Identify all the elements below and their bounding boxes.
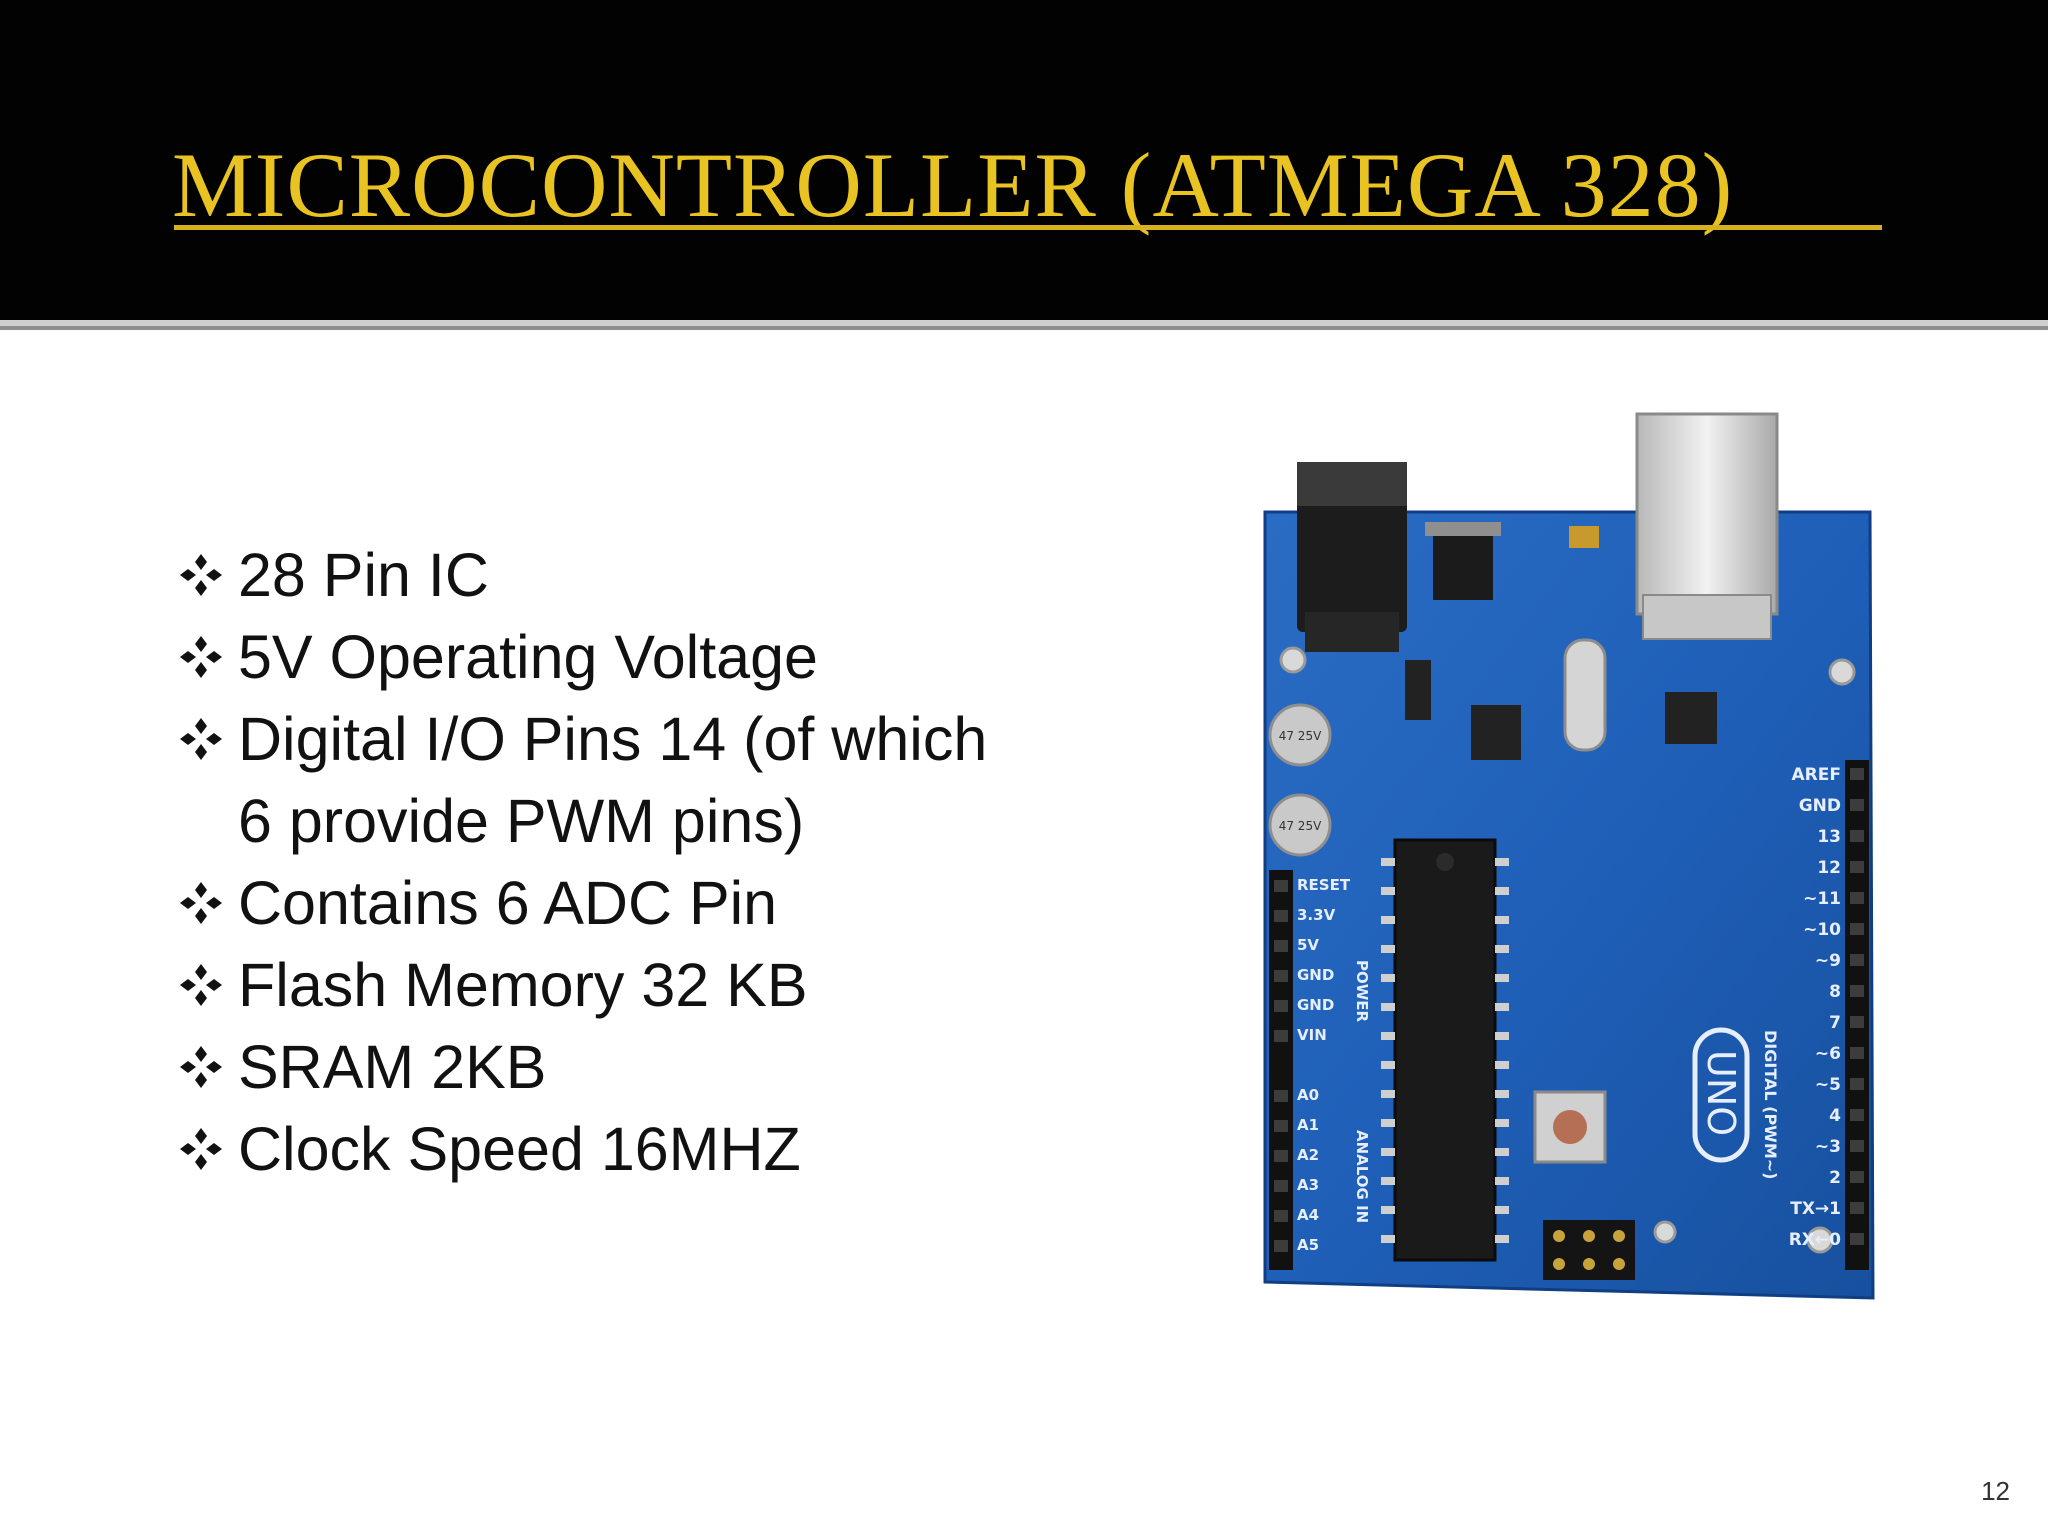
bullet-text: Digital I/O Pins 14 (of which 6 provide … xyxy=(238,705,988,855)
arduino-uno-board-image: 47 25V 47 25V xyxy=(1245,400,1905,1320)
digital-pin-label: 13 xyxy=(1817,827,1841,847)
digital-pin-label: 2 xyxy=(1829,1168,1841,1188)
digital-pin-label: RX←0 xyxy=(1789,1230,1841,1250)
title-divider xyxy=(0,320,2048,326)
capacitor-icon: 47 25V 47 25V xyxy=(1268,703,1332,857)
digital-pin-label: ~3 xyxy=(1815,1137,1841,1157)
power-header-label: POWER xyxy=(1353,960,1371,1023)
diamond-bullet-icon xyxy=(176,534,238,616)
bullet-item: 28 Pin IC xyxy=(176,534,1076,616)
bullet-text: Contains 6 ADC Pin xyxy=(238,869,778,937)
power-pin-label: RESET xyxy=(1297,876,1351,894)
bullet-text: Flash Memory 32 KB xyxy=(238,951,808,1019)
diamond-bullet-icon xyxy=(176,1108,238,1190)
bullet-text: SRAM 2KB xyxy=(238,1033,547,1101)
analog-pin-label: A1 xyxy=(1297,1116,1319,1134)
power-pin-label: 5V xyxy=(1297,936,1319,954)
slide-title: MICROCONTROLLER (ATMEGA 328) xyxy=(172,134,1734,236)
digital-pin-label: 8 xyxy=(1829,982,1841,1002)
analog-pin-label: A3 xyxy=(1297,1176,1319,1194)
digital-pin-label: ~5 xyxy=(1815,1075,1841,1095)
bullet-item: Clock Speed 16MHZ xyxy=(176,1108,1076,1190)
page-number: 12 xyxy=(1981,1476,2010,1506)
svg-text:UNO: UNO xyxy=(1699,1050,1743,1136)
power-pin-label: 3.3V xyxy=(1297,906,1336,924)
title-bar xyxy=(0,0,2048,320)
bullet-list: 28 Pin IC 5V Operating Voltage Digital I… xyxy=(176,534,1076,1190)
diamond-bullet-icon xyxy=(176,862,238,944)
digital-pin-label: AREF xyxy=(1792,765,1841,785)
power-jack xyxy=(1297,462,1407,652)
bullet-item: 5V Operating Voltage xyxy=(176,616,1076,698)
reset-button xyxy=(1533,1090,1607,1164)
uno-logo: UNO xyxy=(1692,1027,1750,1163)
digital-header-label: DIGITAL (PWM~) xyxy=(1761,1030,1780,1179)
digital-pin-label: ~10 xyxy=(1803,920,1841,940)
digital-pin-label: 4 xyxy=(1829,1106,1841,1126)
usb-connector xyxy=(1635,412,1779,640)
bullet-text: 5V Operating Voltage xyxy=(238,623,818,691)
bullet-item: Flash Memory 32 KB xyxy=(176,944,1076,1026)
digital-pin-label: ~9 xyxy=(1815,951,1841,971)
digital-pin-label: TX→1 xyxy=(1790,1199,1841,1219)
analog-pin-label: A2 xyxy=(1297,1146,1319,1164)
analog-pin-label: A0 xyxy=(1297,1086,1319,1104)
power-pin-label: GND xyxy=(1297,996,1334,1014)
bullet-text: 28 Pin IC xyxy=(238,541,489,609)
power-pin-label: GND xyxy=(1297,966,1334,984)
power-analog-header-pins xyxy=(1269,870,1293,1270)
icsp-header xyxy=(1543,1220,1635,1280)
title-divider-shadow xyxy=(0,326,2048,330)
svg-text:47 25V: 47 25V xyxy=(1279,819,1322,833)
digital-pin-label: ~6 xyxy=(1815,1044,1841,1064)
atmega328-chip xyxy=(1381,838,1509,1262)
digital-header-pins xyxy=(1845,760,1869,1270)
diamond-bullet-icon xyxy=(176,1026,238,1108)
bullet-text: Clock Speed 16MHZ xyxy=(238,1115,801,1183)
svg-text:47 25V: 47 25V xyxy=(1279,729,1322,743)
diamond-bullet-icon xyxy=(176,698,238,780)
title-underline xyxy=(174,225,1882,230)
power-pin-label: VIN xyxy=(1297,1026,1327,1044)
digital-pin-label: ~11 xyxy=(1803,889,1841,909)
diamond-bullet-icon xyxy=(176,616,238,698)
analog-header-label: ANALOG IN xyxy=(1353,1130,1371,1223)
digital-pin-label: 7 xyxy=(1829,1013,1841,1033)
bullet-item: Digital I/O Pins 14 (of which 6 provide … xyxy=(176,698,1076,862)
digital-pin-label: 12 xyxy=(1817,858,1841,878)
analog-pin-label: A5 xyxy=(1297,1236,1319,1254)
bullet-item: SRAM 2KB xyxy=(176,1026,1076,1108)
diamond-bullet-icon xyxy=(176,944,238,1026)
bullet-item: Contains 6 ADC Pin xyxy=(176,862,1076,944)
digital-pin-label: GND xyxy=(1799,796,1841,816)
analog-pin-label: A4 xyxy=(1297,1206,1319,1224)
